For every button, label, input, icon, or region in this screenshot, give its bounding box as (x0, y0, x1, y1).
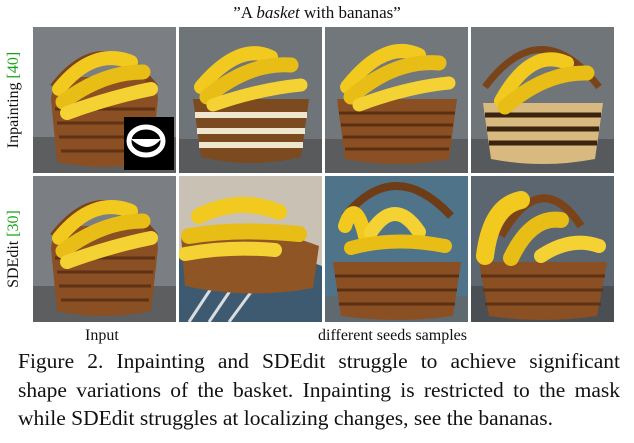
figure-caption: Figure 2. Inpainting and SDEdit struggle… (18, 347, 620, 433)
image-row-sdedit (33, 176, 616, 322)
row-label-text: Inpainting (5, 78, 23, 149)
prompt-italic-word: basket (256, 3, 300, 22)
prompt-title: ”A basket with bananas” (0, 3, 634, 23)
row-label-citation: [40] (5, 51, 23, 79)
sample-image-3 (471, 27, 614, 173)
sample-image-2 (325, 27, 468, 173)
input-image (33, 27, 176, 173)
row-label-sdedit: SDEdit [30] (5, 210, 23, 288)
row-label-citation: [30] (4, 210, 22, 237)
sample-image-3 (471, 176, 614, 322)
sample-image-1 (179, 176, 322, 322)
prompt-open: ”A (233, 3, 257, 22)
input-image (33, 176, 176, 322)
sample-image-1 (179, 27, 322, 173)
caption-input: Input (85, 327, 119, 344)
caption-line-2: shape variations of the basket. Inpainti… (18, 377, 620, 402)
row-label-inpainting: Inpainting [40] (5, 52, 23, 148)
prompt-rest: with bananas” (299, 3, 401, 22)
caption-seeds-text: different seeds samples (318, 327, 467, 344)
image-row-inpainting (33, 27, 616, 173)
sample-image-2 (325, 176, 468, 322)
caption-line-1: Figure 2. Inpainting and SDEdit struggle… (18, 349, 620, 373)
caption-line-3: while SDEdit struggles at localizing cha… (18, 406, 553, 430)
row-label-text: SDEdit (4, 236, 22, 288)
